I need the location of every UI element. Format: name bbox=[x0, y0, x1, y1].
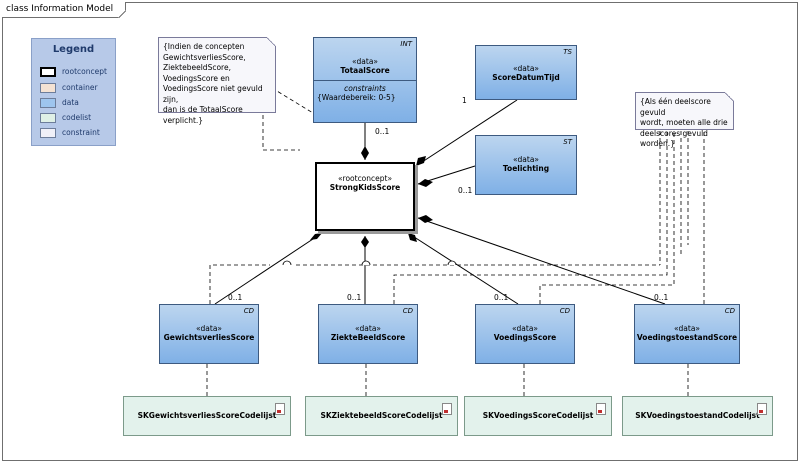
legend-swatch bbox=[40, 83, 56, 93]
diamond-voedings bbox=[408, 233, 417, 242]
codelist-voedingstoestand[interactable]: SKVoedingstoestandCodelijst bbox=[622, 396, 773, 436]
note-line: dan is de TotaalScore verplicht.} bbox=[163, 105, 243, 125]
class-totaalscore[interactable]: INT «data» TotaalScore constraints {Waar… bbox=[313, 37, 417, 123]
codelist-icon bbox=[275, 403, 285, 415]
stereotype-label: «data» bbox=[673, 324, 701, 333]
diamond-gewichts bbox=[310, 233, 322, 240]
class-name: ScoreDatumTijd bbox=[492, 73, 560, 82]
type-label: CD bbox=[559, 307, 570, 315]
class-name: TotaalScore bbox=[340, 66, 390, 75]
stereotype-label: «data» bbox=[354, 324, 382, 333]
codelist-name: SKVoedingsScoreCodelijst bbox=[482, 411, 594, 420]
codelist-ziektebeeld[interactable]: SKZiektebeeldScoreCodelijst bbox=[305, 396, 458, 436]
hop-1 bbox=[282, 260, 292, 266]
multiplicity-totaal: 0..1 bbox=[375, 127, 390, 136]
stereotype-label: «rootconcept» bbox=[337, 174, 393, 183]
legend: Legend rootconcept container data codeli… bbox=[31, 38, 116, 146]
stereotype-label: «data» bbox=[511, 324, 539, 333]
diamond-scoredatum bbox=[416, 156, 426, 166]
constraint-note-right[interactable]: {Als één deelscore gevuld wordt, moeten … bbox=[635, 92, 734, 148]
legend-swatch bbox=[40, 113, 56, 123]
diamond-toelichting bbox=[418, 179, 433, 187]
note-line: deelscores gevuld worden.} bbox=[640, 128, 708, 149]
legend-swatch bbox=[40, 128, 56, 138]
legend-swatch bbox=[40, 67, 56, 77]
stereotype-label: «data» bbox=[195, 324, 223, 333]
note-line: GewichtsverliesScore, bbox=[163, 52, 246, 62]
note-link-voedings bbox=[539, 131, 675, 304]
class-strongkidsscore[interactable]: «rootconcept» StrongKidsScore bbox=[315, 162, 415, 231]
codelist-name: SKGewichtsverliesScoreCodelijst bbox=[137, 411, 277, 420]
legend-label: container bbox=[62, 83, 98, 92]
legend-label: constraint bbox=[62, 128, 100, 137]
multiplicity-toelichting: 0..1 bbox=[458, 186, 473, 195]
constraint-text: {Waardebereik: 0-5} bbox=[317, 93, 396, 102]
multiplicity-gewichts: 0..1 bbox=[228, 293, 243, 302]
note-line: VoedingsScore niet gevuld zijn, bbox=[163, 84, 263, 104]
note-link-left bbox=[262, 108, 300, 151]
class-name: VoedingsScore bbox=[493, 333, 557, 342]
conn-voedings bbox=[407, 232, 519, 305]
note-line: {Als één deelscore gevuld bbox=[640, 97, 711, 117]
diamond-totaal bbox=[361, 146, 369, 160]
legend-label: data bbox=[62, 98, 79, 107]
multiplicity-ziekte: 0..1 bbox=[347, 293, 362, 302]
hop-3 bbox=[447, 260, 457, 266]
legend-title: Legend bbox=[52, 44, 95, 55]
codelist-icon bbox=[596, 403, 606, 415]
class-gewichtsverliesscore[interactable]: CD «data» GewichtsverliesScore bbox=[159, 304, 259, 364]
multiplicity-scoredatum: 1 bbox=[462, 96, 467, 105]
stereotype-label: «data» bbox=[351, 57, 379, 66]
multiplicity-voedings: 0..1 bbox=[494, 293, 509, 302]
type-label: ST bbox=[563, 138, 572, 146]
multiplicity-voedingstoestand: 0..1 bbox=[654, 293, 669, 302]
constraint-note-left[interactable]: {Indien de concepten GewichtsverliesScor… bbox=[158, 37, 276, 125]
conn-voedingstoestand bbox=[417, 217, 666, 305]
class-toelichting[interactable]: ST «data» Toelichting bbox=[475, 135, 577, 195]
conn-scoredatum bbox=[415, 99, 518, 167]
note-link-totaal bbox=[271, 87, 314, 114]
class-voedingstoestandscore[interactable]: CD «data» VoedingstoestandScore bbox=[634, 304, 740, 364]
codelist-gewichtsverlies[interactable]: SKGewichtsverliesScoreCodelijst bbox=[123, 396, 291, 436]
class-scoredatumtijd[interactable]: TS «data» ScoreDatumTijd bbox=[475, 45, 577, 100]
conn-gewichts bbox=[214, 232, 323, 305]
codelist-icon bbox=[442, 403, 452, 415]
note-link-ziekte bbox=[393, 131, 668, 304]
note-line: ZiektebeeldScore, bbox=[163, 63, 231, 72]
type-label: CD bbox=[402, 307, 413, 315]
class-name: StrongKidsScore bbox=[329, 183, 401, 192]
class-name: ZiekteBeeldScore bbox=[330, 333, 406, 342]
type-label: INT bbox=[400, 40, 412, 48]
class-name: GewichtsverliesScore bbox=[163, 333, 255, 342]
legend-label: rootconcept bbox=[62, 67, 107, 76]
note-line: {Indien de concepten bbox=[163, 42, 245, 51]
note-link-gewichts bbox=[209, 264, 270, 304]
hop-2 bbox=[361, 260, 371, 266]
codelist-icon bbox=[757, 403, 767, 415]
type-label: CD bbox=[724, 307, 735, 315]
stereotype-label: «data» bbox=[512, 64, 540, 73]
codelist-voedings[interactable]: SKVoedingsScoreCodelijst bbox=[464, 396, 612, 436]
type-label: CD bbox=[243, 307, 254, 315]
frame-title: class Information Model bbox=[2, 2, 127, 18]
note-line: VoedingsScore en bbox=[163, 73, 230, 83]
stereotype-label: «data» bbox=[512, 155, 540, 164]
class-ziektebeeldscore[interactable]: CD «data» ZiekteBeeldScore bbox=[318, 304, 418, 364]
class-name: VoedingstoestandScore bbox=[636, 333, 738, 342]
constraints-section-label: constraints bbox=[344, 84, 386, 93]
legend-label: codelist bbox=[62, 113, 92, 122]
class-voedingsscore[interactable]: CD «data» VoedingsScore bbox=[475, 304, 575, 364]
legend-swatch bbox=[40, 98, 56, 108]
note-line: wordt, moeten alle drie bbox=[640, 118, 728, 127]
codelist-name: SKZiektebeeldScoreCodelijst bbox=[320, 411, 443, 420]
diamond-ziekte bbox=[361, 236, 369, 248]
type-label: TS bbox=[563, 48, 572, 56]
codelist-name: SKVoedingstoestandCodelijst bbox=[635, 411, 760, 420]
diamond-voedingstoestand bbox=[418, 215, 433, 223]
class-name: Toelichting bbox=[502, 164, 550, 173]
